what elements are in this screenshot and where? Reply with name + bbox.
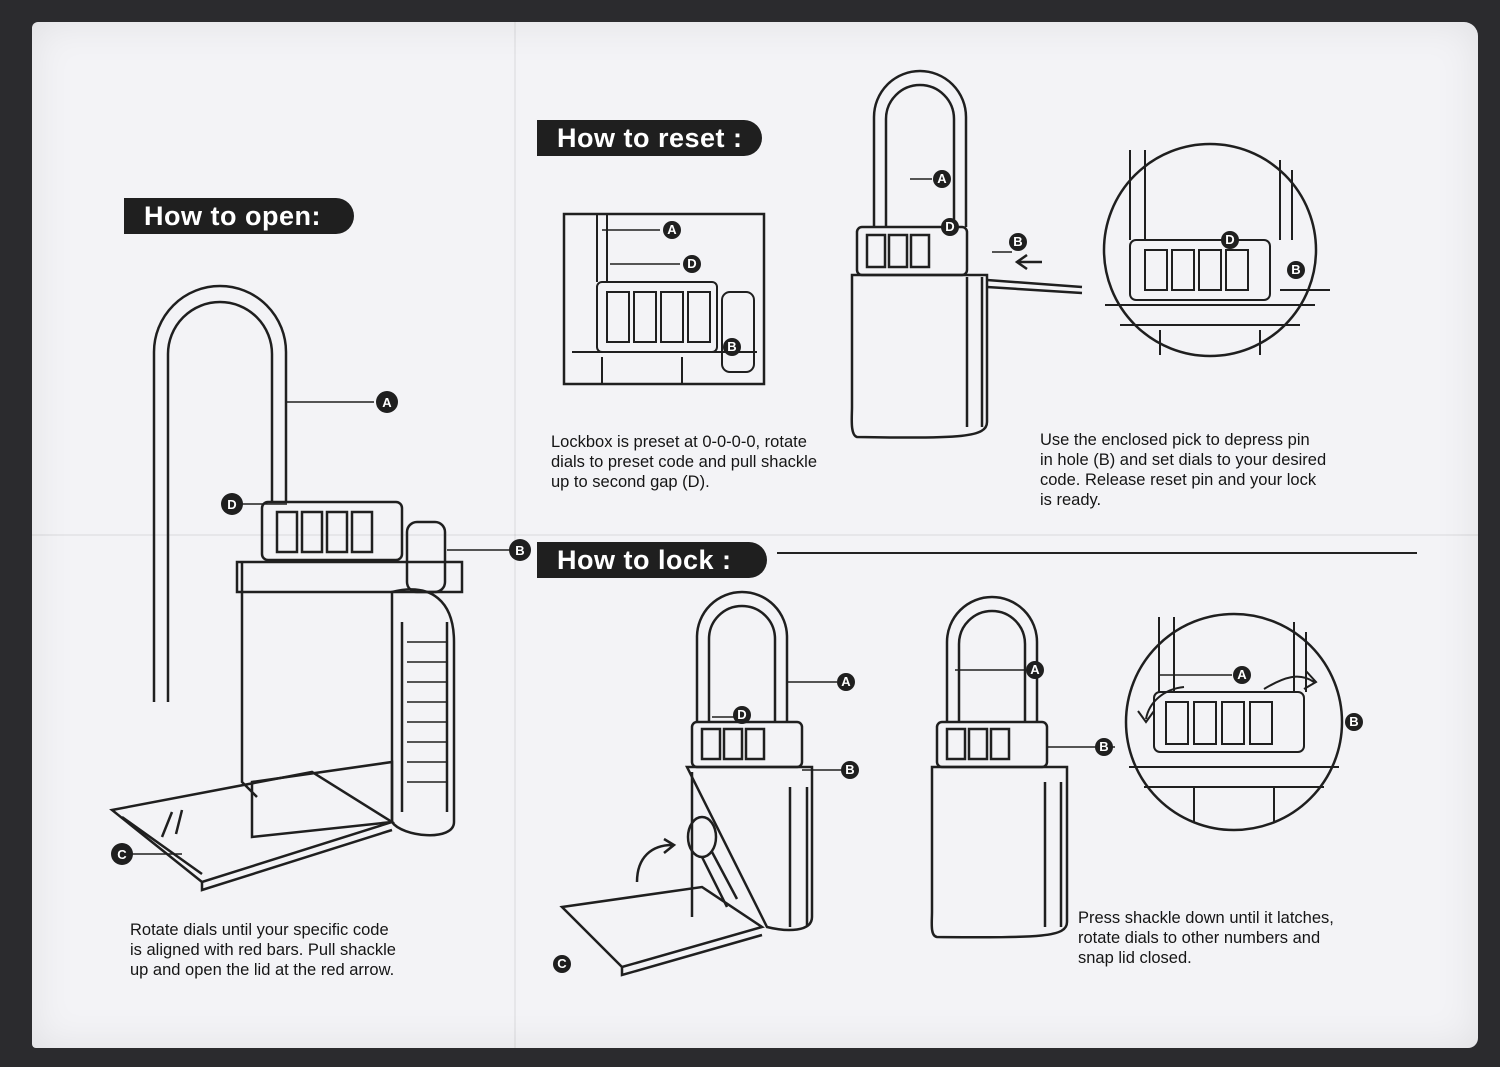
heading-how-to-reset: How to reset : [537,120,762,156]
label-a: A [837,673,855,691]
label-text: A [1237,667,1247,682]
label-b: B [723,338,741,356]
caption-line: Use the enclosed pick to depress pin [1040,431,1310,449]
caption-line: in hole (B) and set dials to your desire… [1040,451,1327,469]
label-d: D [733,706,751,724]
label-text: A [667,222,677,237]
figure-reset-lockbox: A D B [850,69,1083,439]
label-text: B [727,339,736,354]
figure-reset-detail: A D B [562,212,766,386]
label-text: B [1349,714,1358,729]
label-d: D [683,255,701,273]
paper-fold-horizontal [32,534,1478,536]
label-text: D [737,707,746,722]
figure-open-lockbox: A D B C [109,284,531,892]
caption-open: Rotate dials until your specific code is… [130,920,450,980]
label-d: D [221,493,243,515]
label-d: D [941,218,959,236]
label-a: A [1026,661,1044,679]
label-c: C [553,955,571,973]
heading-how-to-open: How to open: [124,198,354,234]
label-text: D [227,497,236,512]
section-divider-line [777,552,1417,554]
figure-lock-closed: A B [930,595,1115,939]
caption-line: is aligned with red bars. Pull shackle [130,941,396,959]
label-text: B [515,543,524,558]
label-b: B [1345,713,1363,731]
label-text: B [1291,262,1300,277]
label-text: B [1013,234,1022,249]
caption-line: code. Release reset pin and your lock [1040,471,1317,489]
caption-line: snap lid closed. [1078,949,1192,967]
label-text: A [382,395,392,410]
label-d: D [1221,231,1239,249]
label-b: B [1095,738,1113,756]
caption-line: up to second gap (D). [551,473,710,491]
paper-fold-vertical [514,22,516,1048]
label-text: B [1099,739,1108,754]
caption-line: Lockbox is preset at 0-0-0-0, rotate [551,433,807,451]
caption-lock: Press shackle down until it latches, rot… [1078,908,1378,968]
caption-line: dials to preset code and pull shackle [551,453,817,471]
figure-reset-circle-detail: D B [1102,142,1330,358]
caption-line: Rotate dials until your specific code [130,921,389,939]
label-text: D [945,219,954,234]
caption-reset-right: Use the enclosed pick to depress pin in … [1040,430,1380,510]
label-text: A [841,674,851,689]
heading-how-to-lock: How to lock : [537,542,767,578]
label-c: C [111,843,133,865]
figure-lock-open: A D B C [553,590,859,977]
label-text: D [687,256,696,271]
instruction-sheet: How to open: How to reset : How to lock … [32,22,1478,1048]
label-text: A [1030,662,1040,677]
caption-line: Press shackle down until it latches, [1078,909,1334,927]
caption-line: rotate dials to other numbers and [1078,929,1321,947]
caption-reset-left: Lockbox is preset at 0-0-0-0, rotate dia… [551,432,871,492]
label-text: C [557,956,567,971]
label-b: B [1009,233,1027,251]
label-b: B [509,539,531,561]
label-text: B [845,762,854,777]
label-text: A [937,171,947,186]
figure-lock-circle-detail: A B [1124,612,1363,832]
label-a: A [1233,666,1251,684]
label-b: B [1287,261,1305,279]
label-a: A [663,221,681,239]
caption-line: is ready. [1040,491,1102,509]
label-a: A [376,391,398,413]
label-b: B [841,761,859,779]
caption-line: up and open the lid at the red arrow. [130,961,395,979]
label-a: A [933,170,951,188]
label-text: C [117,847,127,862]
label-text: D [1225,232,1234,247]
